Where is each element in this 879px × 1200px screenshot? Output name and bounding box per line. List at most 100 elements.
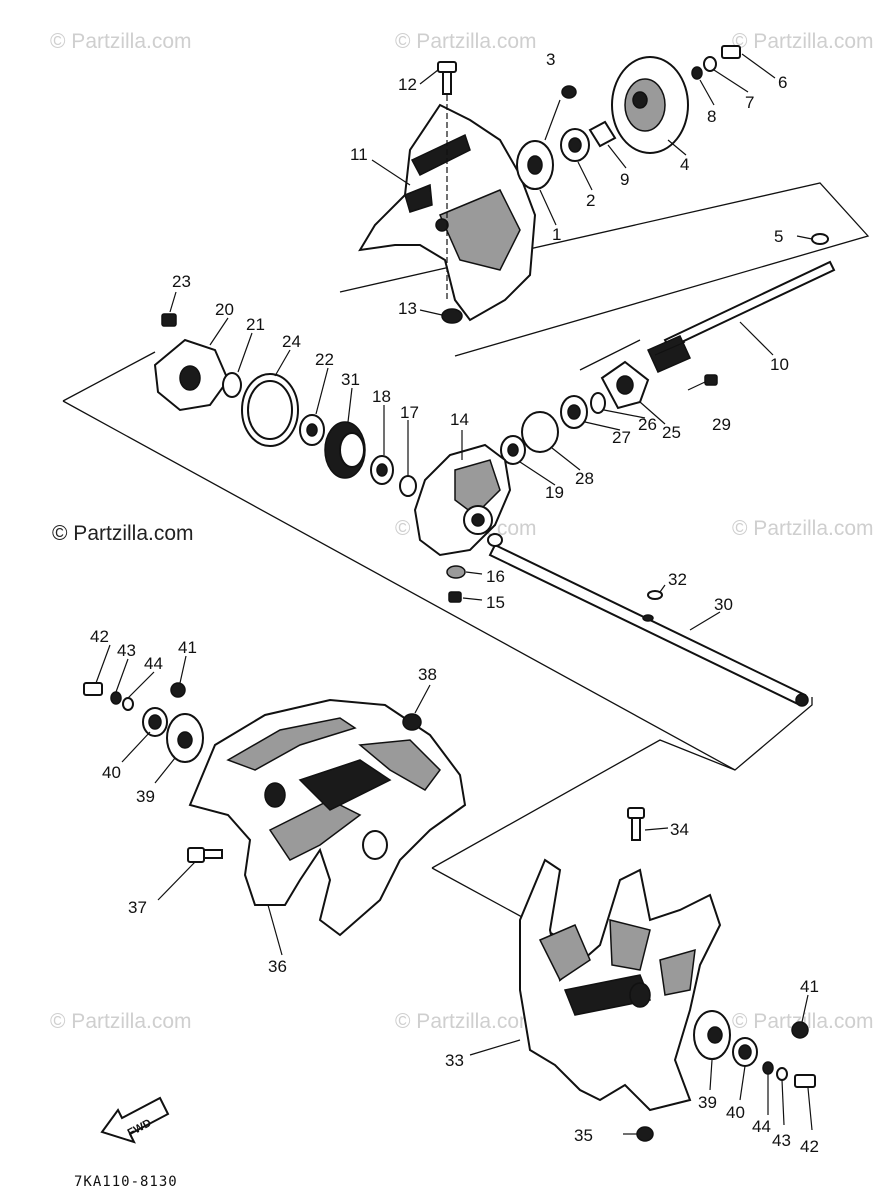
- washer-part-7: [703, 56, 717, 72]
- worm-gear-part-31: [324, 421, 366, 479]
- callout-31: 31: [341, 370, 360, 389]
- bolt-part-34: [627, 807, 645, 841]
- auger-shaft-part-30: [487, 533, 809, 707]
- callout-9: 9: [620, 170, 629, 189]
- nut-part-41-left: [170, 682, 186, 698]
- washer-part-43-left: [110, 691, 122, 705]
- bearing-plate-part-1: [516, 140, 554, 190]
- bearing-part-27: [560, 395, 588, 429]
- bolt-part-15: [448, 591, 462, 603]
- watermark-mid-right: © Partzilla.com: [732, 517, 874, 540]
- callout-40-right: 40: [726, 1103, 745, 1122]
- bearing-part-40-left: [142, 707, 168, 737]
- callout-44-left: 44: [144, 654, 163, 673]
- bearing-part-18: [370, 455, 394, 485]
- callout-25: 25: [662, 423, 681, 442]
- bushing-part-39-left: [166, 713, 204, 763]
- washer-part-26: [590, 392, 606, 414]
- oil-seal-part-17: [399, 475, 417, 497]
- callout-18: 18: [372, 387, 391, 406]
- fwd-arrow: FWD: [100, 1096, 170, 1144]
- oil-seal-part-21: [222, 372, 242, 398]
- callout-5: 5: [774, 227, 783, 246]
- bolt-part-37: [187, 847, 223, 863]
- bolt-part-6: [721, 45, 741, 59]
- bolt-part-42-right: [794, 1074, 816, 1088]
- callout-44-right: 44: [752, 1117, 771, 1136]
- bolt-part-42-left: [83, 682, 103, 696]
- callout-19: 19: [545, 483, 564, 502]
- watermark-bottom-right: © Partzilla.com: [732, 1010, 874, 1033]
- callout-35: 35: [574, 1126, 593, 1145]
- callout-8: 8: [707, 107, 716, 126]
- nut-part-35: [636, 1126, 654, 1142]
- callout-30: 30: [714, 595, 733, 614]
- pulley-part-4: [611, 56, 689, 154]
- washer-part-44-left: [122, 697, 134, 711]
- worm-shaft-part-10: [647, 260, 836, 373]
- bushing-part-39-right: [693, 1010, 731, 1060]
- washer-part-43-right: [776, 1067, 788, 1081]
- bolt-part-12: [437, 61, 457, 95]
- nut-part-3: [544, 85, 577, 141]
- watermark-mid-left: © Partzilla.com: [52, 522, 194, 545]
- callout-37: 37: [128, 898, 147, 917]
- callout-39-left: 39: [136, 787, 155, 806]
- drive-housing-part-11: [358, 95, 537, 322]
- callout-20: 20: [215, 300, 234, 319]
- watermark-top-right: © Partzilla.com: [732, 30, 874, 53]
- cover-part-28: [521, 411, 559, 453]
- callout-7: 7: [745, 93, 754, 112]
- washer-part-44-right: [762, 1061, 774, 1075]
- bolt-part-23: [161, 313, 177, 327]
- nut-part-41-right: [791, 1021, 809, 1039]
- callout-12: 12: [398, 75, 417, 94]
- watermark-top-center: © Partzilla.com: [395, 30, 537, 53]
- key-part-32: [647, 590, 663, 600]
- auger-part-36: [188, 698, 467, 937]
- callout-10: 10: [770, 355, 789, 374]
- callout-34: 34: [670, 820, 689, 839]
- key-part-5: [811, 233, 829, 245]
- gasket-part-24: [241, 373, 299, 447]
- bearing-part-40-right: [732, 1037, 758, 1067]
- callout-32: 32: [668, 570, 687, 589]
- watermark-bottom-left: © Partzilla.com: [50, 1010, 192, 1033]
- callout-4: 4: [680, 155, 689, 174]
- callout-2: 2: [586, 191, 595, 210]
- callout-33: 33: [445, 1051, 464, 1070]
- callout-23: 23: [172, 272, 191, 291]
- diagram-code: 7KA110-8130: [74, 1174, 178, 1190]
- callout-41-left: 41: [178, 638, 197, 657]
- callout-13: 13: [398, 299, 417, 318]
- callout-6: 6: [778, 73, 787, 92]
- callout-38: 38: [418, 665, 437, 684]
- callout-16: 16: [486, 567, 505, 586]
- auger-part-33: [519, 858, 722, 1112]
- callout-27: 27: [612, 428, 631, 447]
- watermark-top-left: © Partzilla.com: [50, 30, 192, 53]
- callout-43-left: 43: [117, 641, 136, 660]
- bearing-part-19: [500, 435, 526, 465]
- callout-42-right: 42: [800, 1137, 819, 1156]
- callout-28: 28: [575, 469, 594, 488]
- callout-labels: 12 11 13 3 1 2 9 4 8 7 6 5 10 23 20 21 2…: [90, 50, 819, 1156]
- callout-22: 22: [315, 350, 334, 369]
- callout-41-right: 41: [800, 977, 819, 996]
- leader-lines: [95, 53, 813, 1135]
- watermark-bottom-center: © Partzilla.com: [395, 1010, 537, 1033]
- callout-43-right: 43: [772, 1131, 791, 1150]
- callout-1: 1: [552, 225, 561, 244]
- nut-part-13: [441, 308, 463, 324]
- callout-39-right: 39: [698, 1093, 717, 1112]
- callout-11: 11: [350, 145, 368, 164]
- callout-36: 36: [268, 957, 287, 976]
- callout-26: 26: [638, 415, 657, 434]
- washer-part-8: [691, 66, 703, 80]
- gear-case-part-14: [413, 443, 512, 557]
- callout-21: 21: [246, 315, 265, 334]
- washer-part-16: [446, 565, 466, 579]
- callout-14: 14: [450, 410, 469, 429]
- bearing-housing-part-25: [600, 360, 650, 410]
